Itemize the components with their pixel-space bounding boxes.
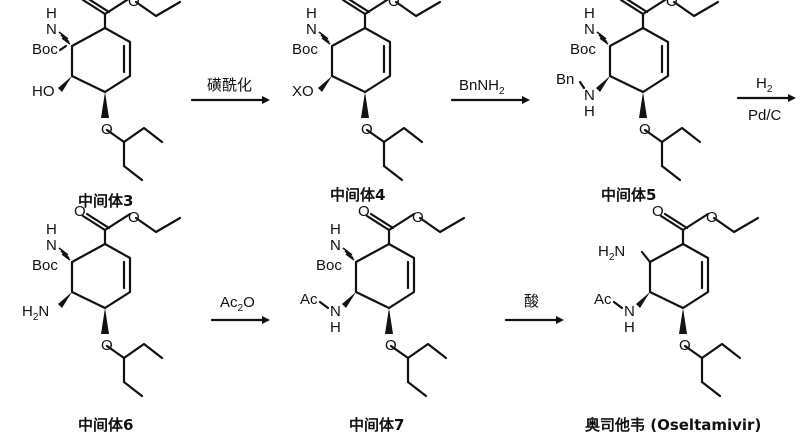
atom-n: N bbox=[306, 21, 317, 38]
atom-h: H bbox=[584, 103, 595, 120]
atom-o-carbonyl: O bbox=[74, 0, 86, 4]
atom-o-ester: O bbox=[706, 209, 718, 226]
atom-xo: XO bbox=[292, 83, 314, 100]
compound-intermediate-4: Boc N H XO O O O bbox=[292, 0, 442, 182]
label-intermediate-4: 中间体4 bbox=[330, 186, 385, 204]
atom-o: O bbox=[385, 337, 397, 354]
atom-o: O bbox=[101, 337, 113, 354]
atom-boc: Boc bbox=[32, 41, 58, 58]
atom-n: N bbox=[46, 237, 57, 254]
atom-h2n: H2N bbox=[598, 243, 625, 263]
atom-o-carbonyl: O bbox=[652, 203, 664, 220]
compound-intermediate-7: Boc N H N H Ac O O O bbox=[300, 203, 466, 398]
atom-boc: Boc bbox=[32, 257, 58, 274]
atom-n: N bbox=[46, 21, 57, 38]
atom-ac: Ac bbox=[300, 291, 318, 308]
atom-n: N bbox=[624, 303, 635, 320]
compound-intermediate-6: Boc N H H2N O O O bbox=[22, 203, 182, 398]
reagent-pd-c: Pd/C bbox=[748, 107, 782, 124]
reaction-arrow-2: BnNH2 bbox=[450, 77, 530, 104]
atom-o-ester: O bbox=[128, 209, 140, 226]
label-intermediate-6: 中间体6 bbox=[78, 416, 133, 434]
compound-oseltamivir: H2N N H Ac O O O bbox=[594, 203, 760, 398]
reaction-arrow-4: Ac2O bbox=[210, 294, 270, 324]
atom-h: H bbox=[330, 221, 341, 238]
atom-o: O bbox=[639, 121, 651, 138]
atom-boc: Boc bbox=[570, 41, 596, 58]
atom-o-ester: O bbox=[128, 0, 140, 10]
reaction-arrow-1: 磺酰化 bbox=[190, 76, 270, 104]
atom-h: H bbox=[46, 221, 57, 238]
label-oseltamivir: 奥司他韦 (Oseltamivir) bbox=[585, 416, 761, 434]
atom-n: N bbox=[584, 21, 595, 38]
reagent-bnnh2: BnNH2 bbox=[459, 77, 505, 97]
atom-n: N bbox=[584, 87, 595, 104]
atom-n: N bbox=[330, 303, 341, 320]
reaction-arrow-3: H2 Pd/C bbox=[736, 75, 796, 124]
atom-o: O bbox=[361, 121, 373, 138]
atom-h2n: H2N bbox=[22, 303, 49, 323]
label-intermediate-5: 中间体5 bbox=[601, 186, 656, 204]
atom-ho: HO bbox=[32, 83, 55, 100]
compound-intermediate-3: Boc N H HO O O O bbox=[32, 0, 182, 182]
atom-boc: Boc bbox=[292, 41, 318, 58]
label-intermediate-7: 中间体7 bbox=[349, 416, 404, 434]
atom-o-carbonyl: O bbox=[612, 0, 624, 4]
atom-o-ester: O bbox=[412, 209, 424, 226]
atom-n: N bbox=[330, 237, 341, 254]
atom-o: O bbox=[679, 337, 691, 354]
atom-bn: Bn bbox=[556, 71, 574, 88]
atom-h: H bbox=[624, 319, 635, 336]
atom-o-carbonyl: O bbox=[74, 203, 86, 220]
reagent-sulfonylation: 磺酰化 bbox=[207, 76, 252, 94]
compound-intermediate-5: Boc N H N H Bn O O O bbox=[556, 0, 720, 182]
atom-o-ester: O bbox=[666, 0, 678, 10]
atom-ac: Ac bbox=[594, 291, 612, 308]
reaction-arrow-5: 酸 bbox=[504, 292, 564, 324]
reagent-h2: H2 bbox=[756, 75, 773, 95]
atom-h: H bbox=[306, 5, 317, 22]
atom-h: H bbox=[584, 5, 595, 22]
atom-o-carbonyl: O bbox=[334, 0, 346, 4]
reagent-ac2o: Ac2O bbox=[220, 294, 255, 314]
atom-o-carbonyl: O bbox=[358, 203, 370, 220]
atom-h: H bbox=[330, 319, 341, 336]
label-intermediate-3: 中间体3 bbox=[78, 192, 133, 210]
atom-o-ester: O bbox=[388, 0, 400, 10]
reagent-acid: 酸 bbox=[524, 292, 539, 310]
atom-o: O bbox=[101, 121, 113, 138]
atom-h: H bbox=[46, 5, 57, 22]
atom-boc: Boc bbox=[316, 257, 342, 274]
